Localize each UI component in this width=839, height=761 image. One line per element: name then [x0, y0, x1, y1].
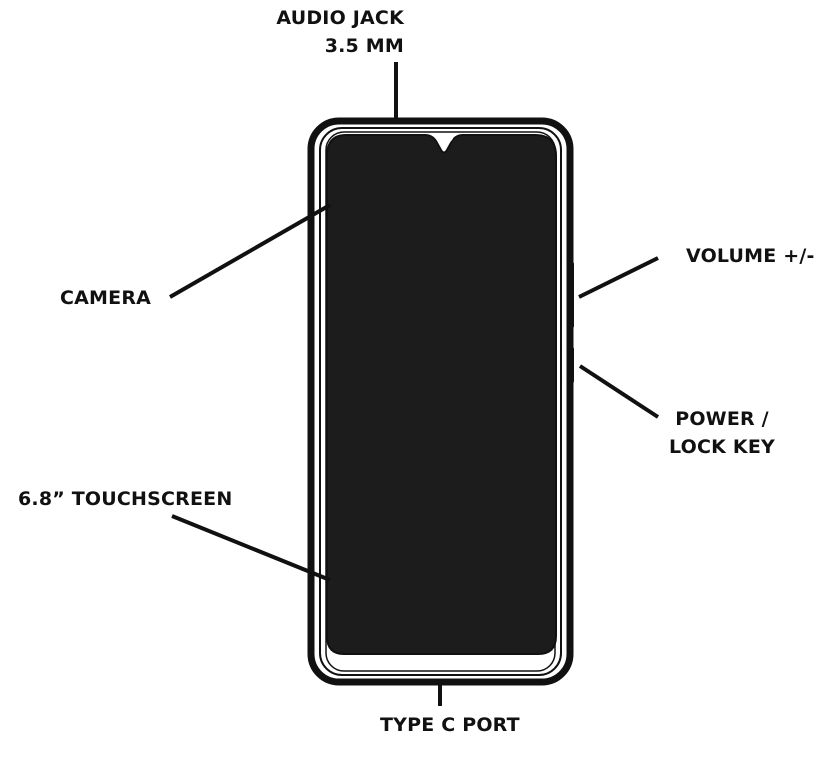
audio-jack-label: AUDIO JACK 3.5 MM [224, 4, 404, 60]
phone-bezel [319, 127, 562, 676]
audio-jack-label-line2: 3.5 MM [324, 35, 404, 57]
touchscreen-label: 6.8” TOUCHSCREEN [18, 488, 233, 510]
volume-label: VOLUME +/- [686, 245, 815, 267]
power-lock-label: POWER / LOCK KEY [662, 405, 782, 461]
audio-jack-label-line1: AUDIO JACK [276, 7, 404, 29]
power-leader [578, 364, 660, 419]
volume-leader [578, 256, 659, 299]
power-button [567, 347, 574, 383]
volume-button [567, 262, 574, 328]
type-c-port-label: TYPE C PORT [380, 714, 520, 736]
touchscreen-leader [171, 514, 331, 582]
front-camera-icon [436, 137, 453, 148]
camera-leader [169, 203, 331, 299]
power-lock-label-line1: POWER / [675, 408, 769, 430]
touchscreen-display [326, 134, 557, 655]
power-lock-label-line2: LOCK KEY [669, 436, 775, 458]
camera-label: CAMERA [60, 287, 152, 309]
